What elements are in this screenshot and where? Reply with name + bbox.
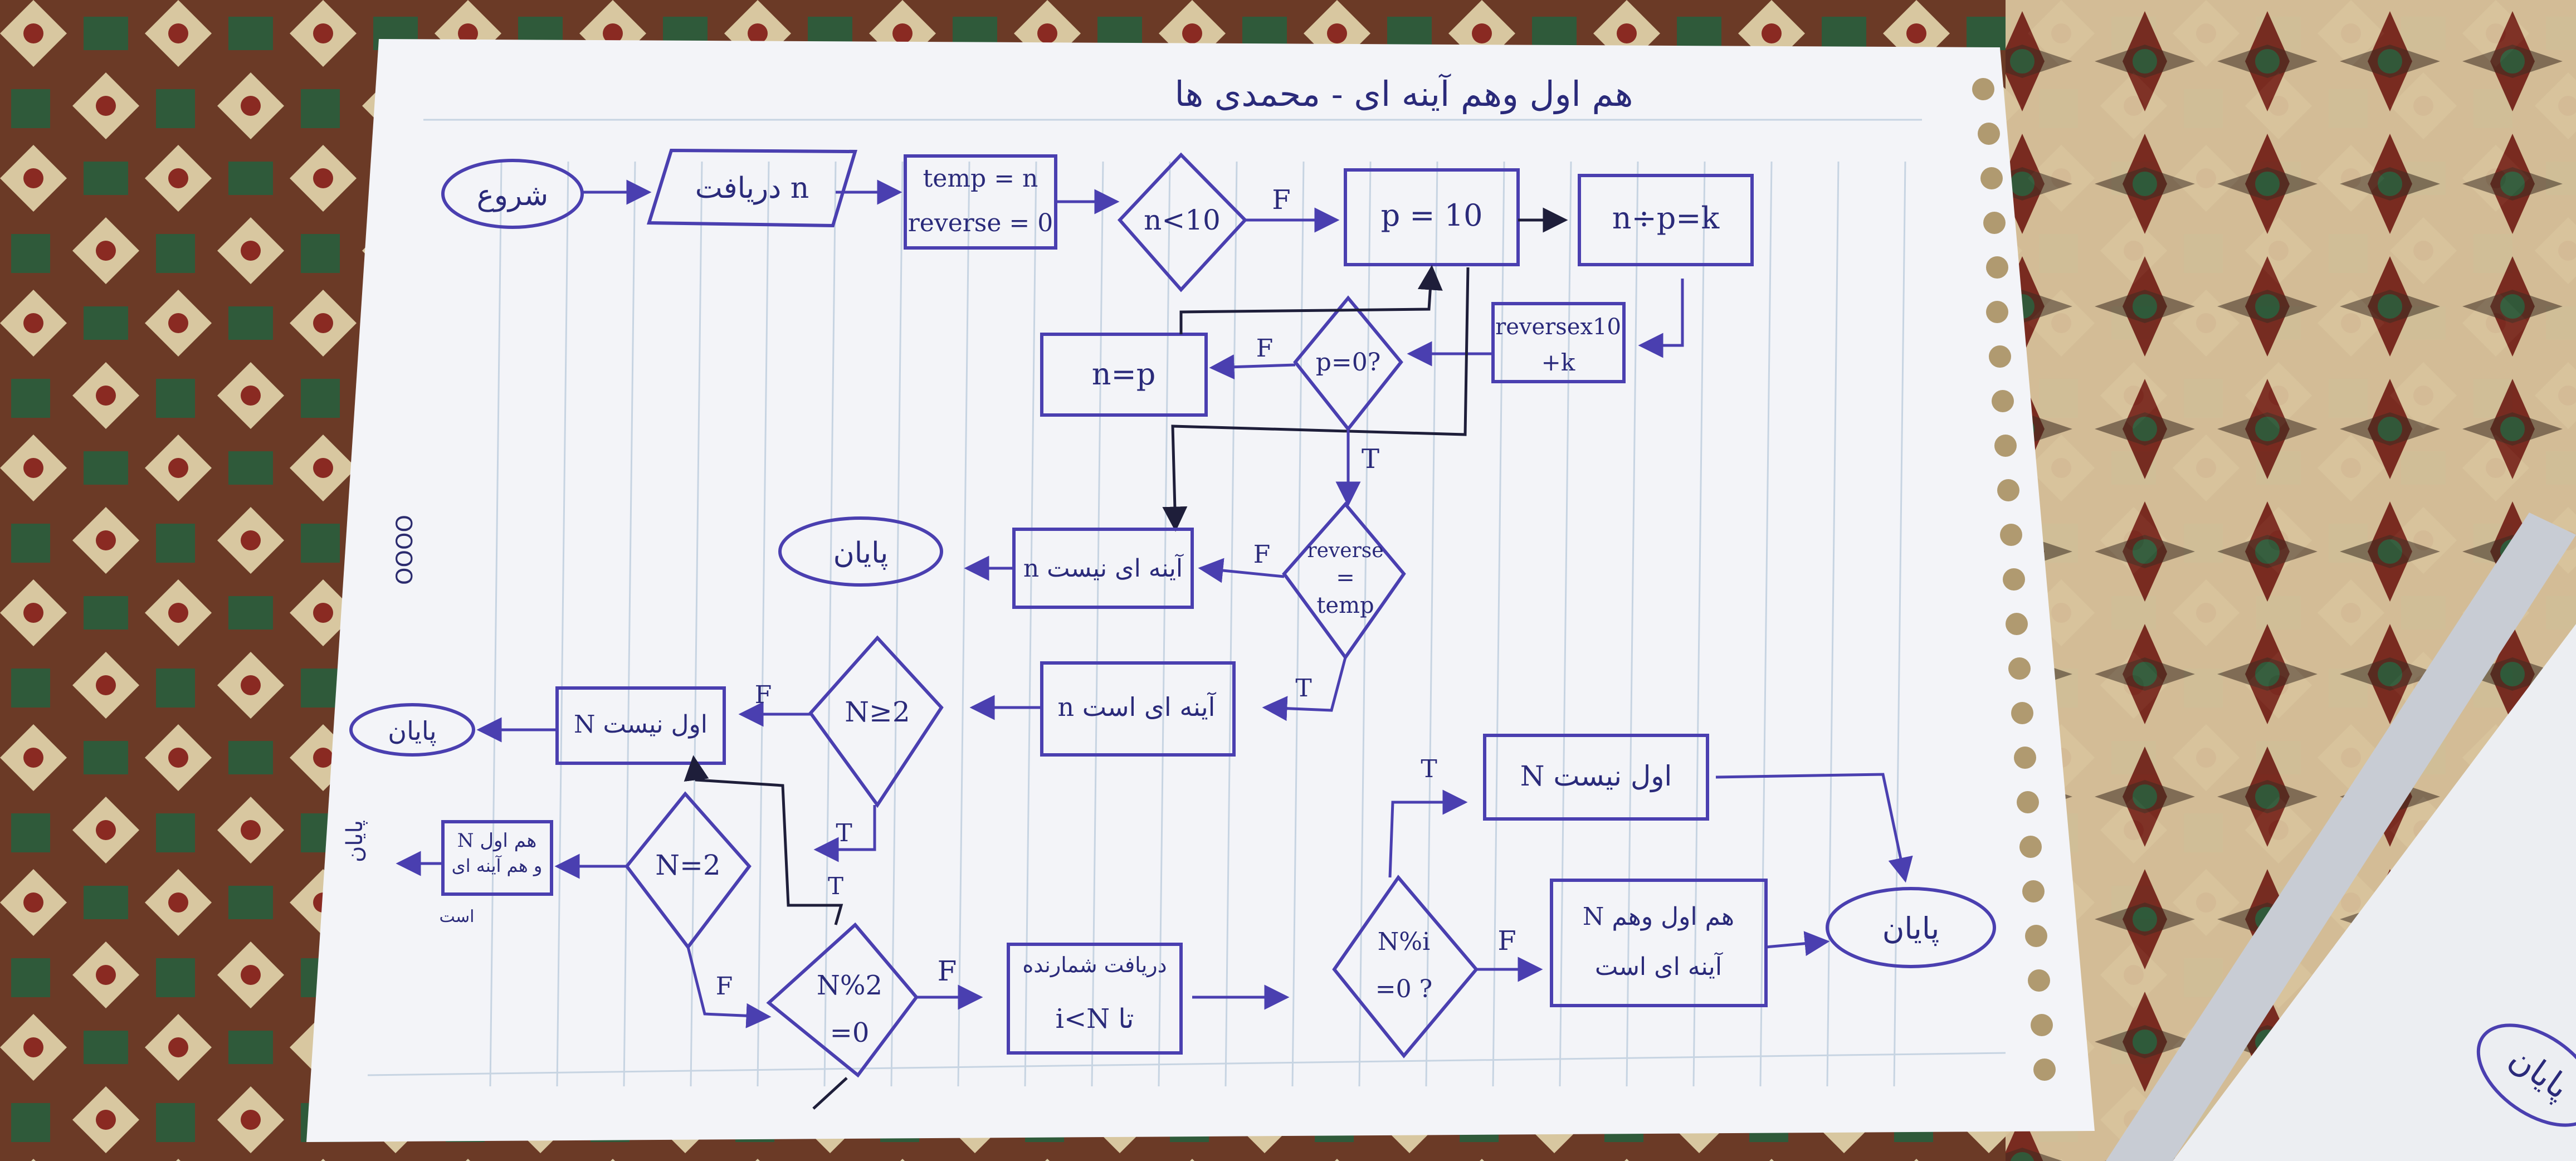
edge-neq2-false — [686, 947, 772, 1028]
svg-text:N%2: N%2 — [817, 970, 882, 1001]
svg-text:n÷p=k: n÷p=k — [1612, 201, 1720, 236]
node-end-2: پایان — [349, 703, 475, 757]
svg-text:N%i: N%i — [1378, 928, 1430, 956]
node-both: N هم اول وهم آینه ای است — [1550, 879, 1768, 1007]
svg-text:پایان: پایان — [1882, 911, 1940, 947]
node-mod-i: N%i =0 ? — [1332, 875, 1479, 1058]
svg-text:=0: =0 — [830, 1017, 870, 1048]
label-f-7: F — [1497, 925, 1516, 957]
svg-text:p=0?: p=0? — [1316, 348, 1381, 377]
node-p-assign: p = 10 — [1344, 168, 1520, 266]
edge-reveq-notmirror — [1198, 558, 1285, 583]
label-t-5: T — [1421, 755, 1437, 783]
edge-mod2-true — [684, 755, 843, 925]
notebook-end-oval — [2476, 1023, 2576, 1127]
svg-text:آینه ای است: آینه ای است — [1595, 952, 1723, 981]
node-n-ge2: N≥2 — [808, 635, 944, 808]
svg-text:N اول نیست: N اول نیست — [1520, 760, 1672, 793]
svg-text:n=p: n=p — [1092, 357, 1156, 392]
node-not-prime-2: N اول نیست — [1483, 734, 1709, 821]
svg-text:+k: +k — [1541, 349, 1575, 376]
label-f-3: F — [1253, 540, 1271, 569]
svg-text:N=2: N=2 — [655, 849, 720, 881]
edge-ge2-true — [813, 805, 876, 862]
node-input-n: دریافت n — [646, 148, 858, 228]
svg-text:است: است — [440, 907, 475, 926]
node-mod2: N%2 =0 — [766, 922, 919, 1078]
svg-text:N≥2: N≥2 — [845, 696, 910, 728]
edge-notprime2-end — [1715, 773, 1913, 883]
label-f-1: F — [1272, 184, 1290, 216]
svg-text:temp: temp — [1316, 593, 1374, 618]
svg-text:پایان: پایان — [833, 536, 889, 570]
label-t-2: T — [1295, 674, 1311, 703]
edge-neqp-loop — [1179, 265, 1443, 334]
paper-sheet — [306, 39, 2095, 1142]
svg-text:n<10: n<10 — [1144, 204, 1221, 236]
svg-text:p = 10: p = 10 — [1381, 198, 1483, 233]
node-temp-reverse: temp = n reverse = 0 — [904, 154, 1057, 250]
svg-text:پایان: پایان — [388, 716, 436, 747]
node-cond-n10: n<10 — [1117, 152, 1248, 292]
node-end-1: پایان — [778, 516, 943, 587]
torn-edge — [1972, 78, 2056, 1081]
label-f-4: F — [755, 681, 772, 709]
svg-text:n آینه ای نیست: n آینه ای نیست — [1023, 553, 1184, 583]
svg-text:reverse: reverse — [1307, 539, 1383, 562]
svg-text:دریافت شمارنده: دریافت شمارنده — [1022, 953, 1167, 978]
ruled-lines — [367, 119, 2006, 1087]
node-both-prime-side: N هم اول و هم آینه ای است — [440, 820, 553, 926]
edge-pcheck-neqp — [1209, 354, 1296, 380]
node-end-3: پایان — [1826, 887, 1996, 968]
svg-text:N هم اول: N هم اول — [457, 830, 537, 852]
edge-both-end — [1765, 931, 1830, 957]
svg-text:=0 ?: =0 ? — [1375, 975, 1432, 1003]
node-n-div: n÷p=k — [1578, 174, 1754, 266]
edge-div-rev — [1638, 279, 1684, 358]
mod2-tail — [812, 1077, 848, 1110]
svg-text:شروع: شروع — [477, 179, 548, 212]
edge-reveq-true — [1262, 657, 1347, 721]
svg-text:reverse = 0: reverse = 0 — [908, 209, 1053, 237]
svg-text:N اول نیست: N اول نیست — [574, 710, 708, 739]
svg-text:i<N تا: i<N تا — [1056, 1003, 1134, 1035]
notebook: پایان — [2106, 513, 2576, 1161]
node-not-prime: N اول نیست — [555, 686, 726, 765]
svg-text:دریافت n: دریافت n — [695, 172, 809, 205]
end-side: پایان — [342, 820, 368, 862]
label-t-4: T — [828, 872, 843, 900]
svg-text:=: = — [1336, 565, 1355, 591]
label-t-3: T — [836, 819, 852, 847]
svg-text:reversex10: reversex10 — [1495, 314, 1621, 340]
node-loop-counter: دریافت شمارنده i<N تا — [1007, 943, 1183, 1055]
svg-text:temp = n: temp = n — [923, 164, 1038, 193]
page-title: هم اول وهم آینه ای - محمدی ها — [1175, 73, 1633, 115]
side-mark: ΟΟΟΟ — [392, 515, 418, 585]
node-start: شروع — [441, 159, 584, 229]
edge-modi-true — [1388, 789, 1468, 878]
label-f-2: F — [1256, 334, 1274, 363]
node-n-eq-p: n=p — [1040, 333, 1208, 417]
edge-pcheck-true-loop — [1162, 267, 1470, 532]
node-reverse-update: reversex10 +k — [1491, 302, 1626, 383]
svg-text:N هم اول وهم: N هم اول وهم — [1583, 903, 1734, 931]
svg-text:n آینه ای است: n آینه ای است — [1058, 691, 1217, 722]
label-f-5: F — [716, 972, 733, 1001]
label-t-1: T — [1362, 443, 1379, 475]
svg-text:و هم آینه ای: و هم آینه ای — [452, 855, 543, 876]
label-f-6: F — [938, 955, 957, 987]
